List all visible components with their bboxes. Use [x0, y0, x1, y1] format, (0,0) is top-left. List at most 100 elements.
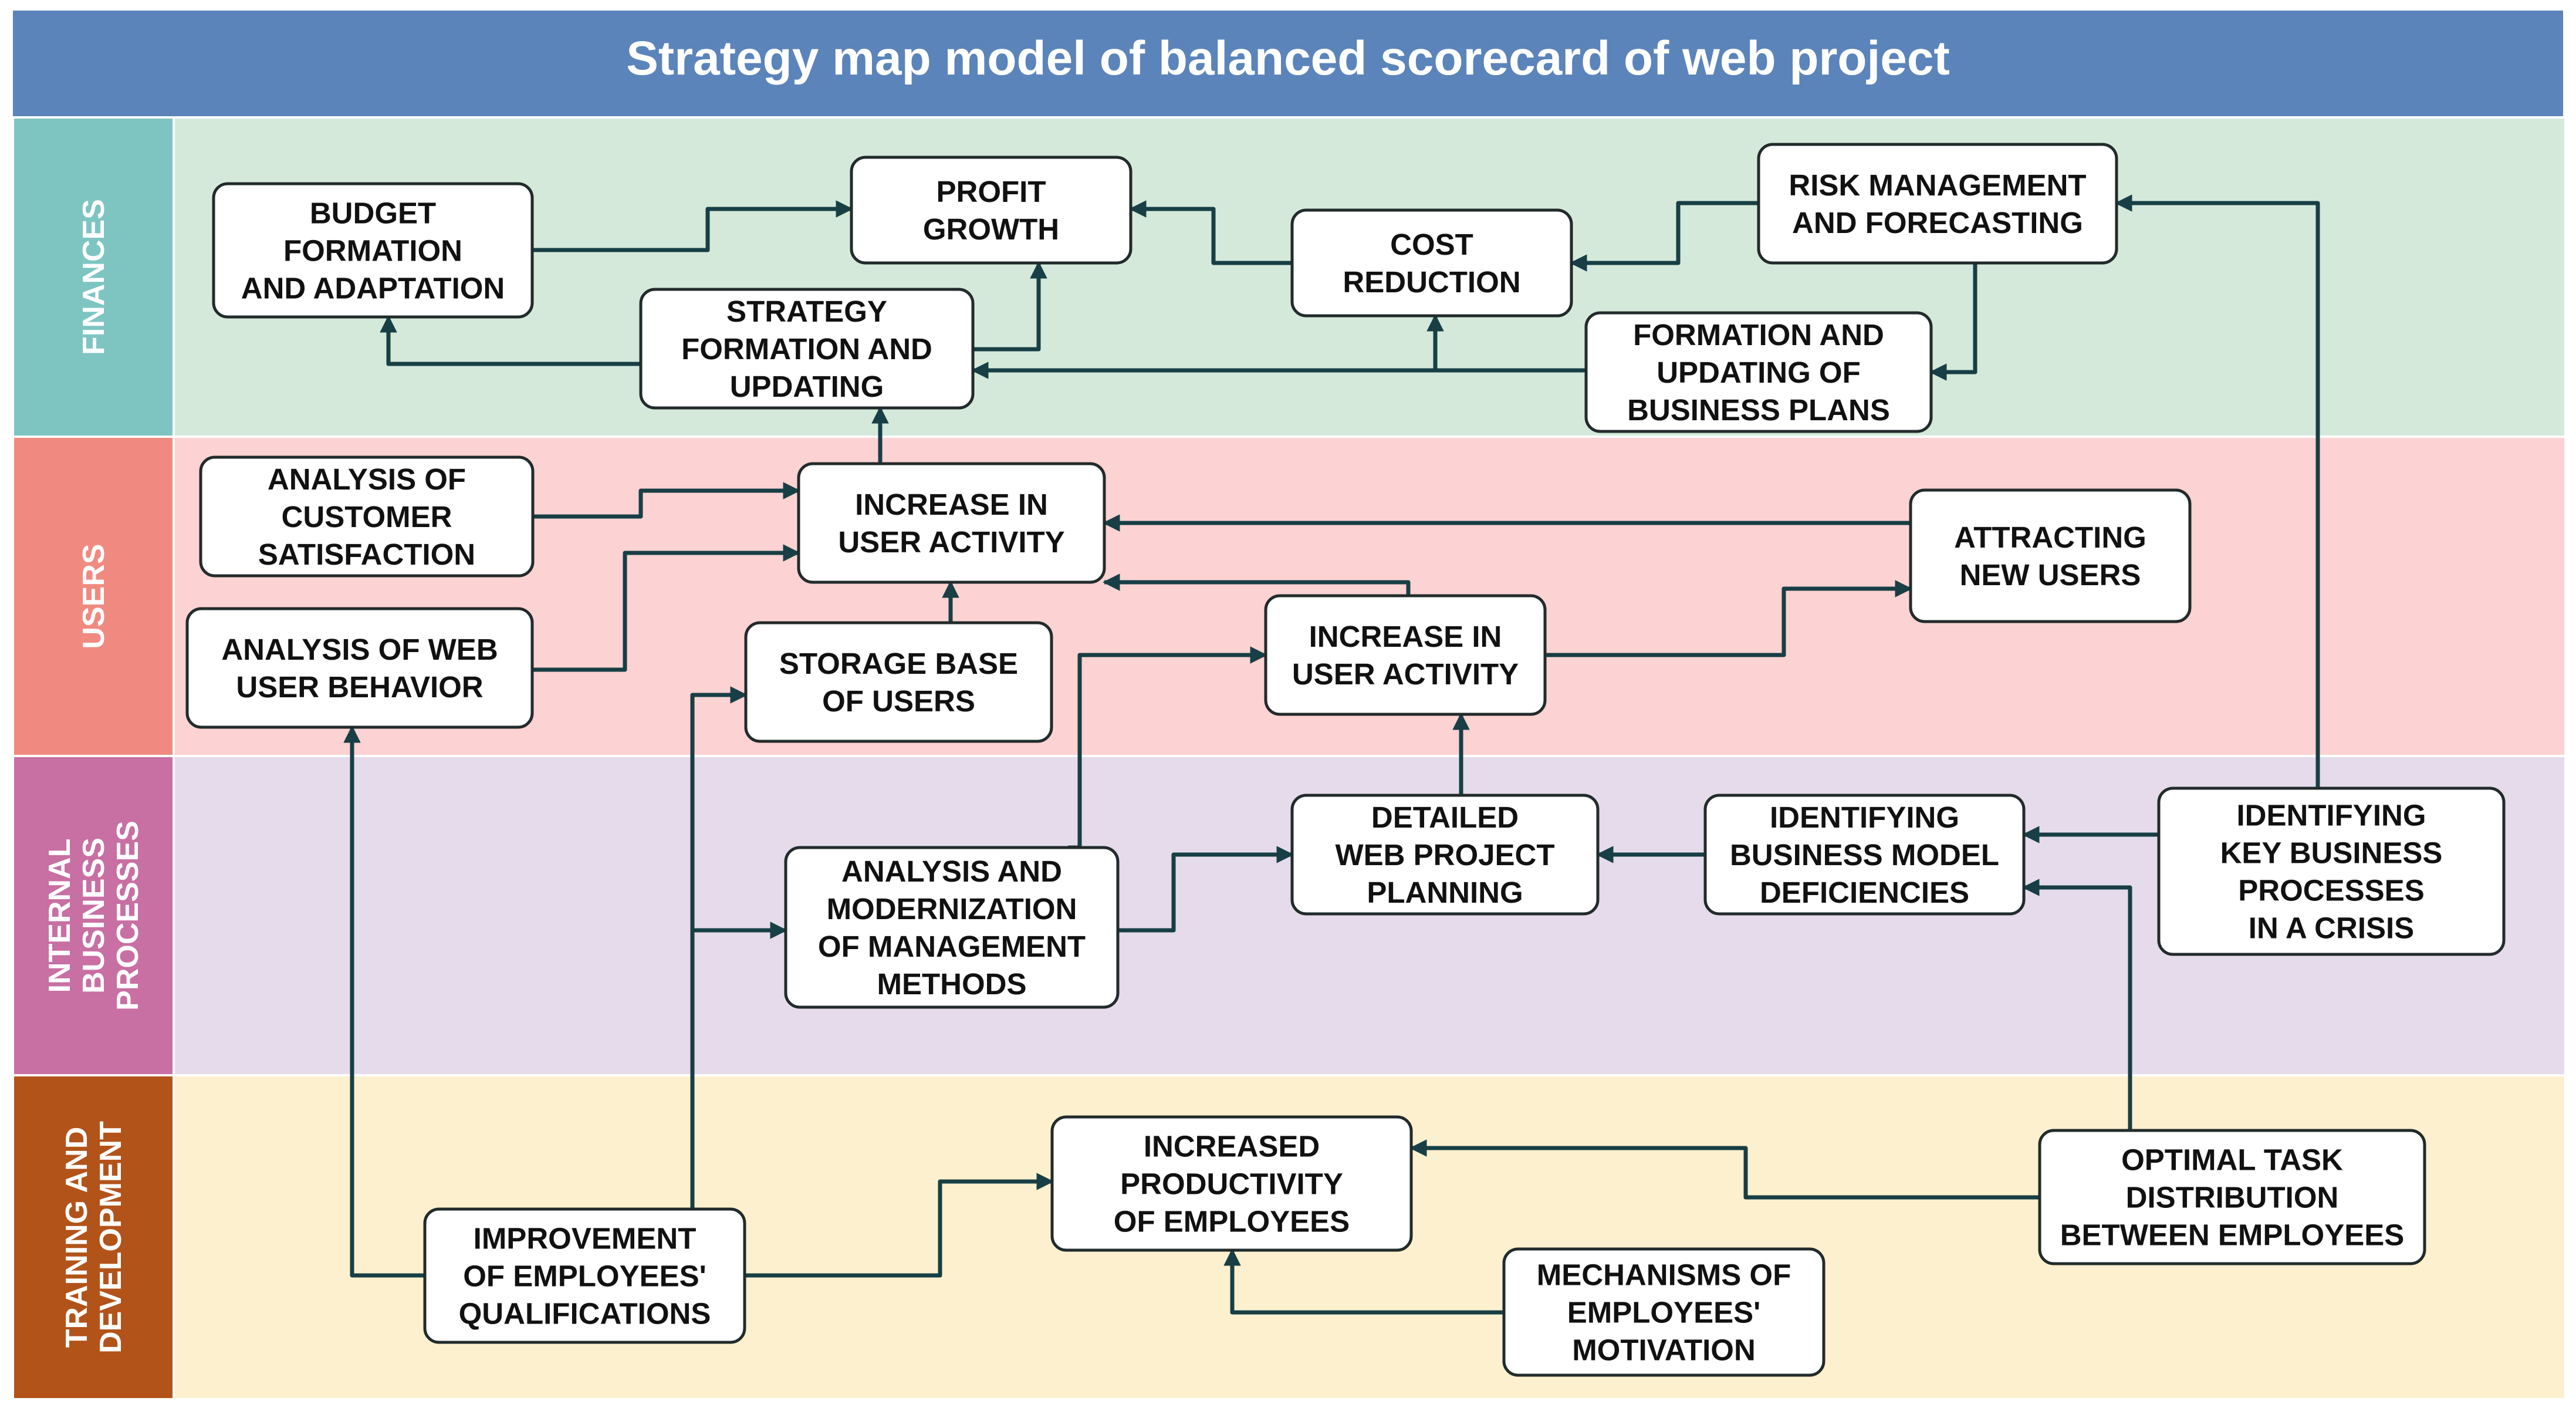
lane-label-line: PROCESSES	[111, 821, 145, 1011]
node-label-line: FORMATION AND	[681, 332, 932, 366]
lane-label-line: INTERNAL	[43, 839, 77, 993]
node-label-strategy: STRATEGY FORMATION AND UPDATING	[681, 295, 932, 403]
node-label-line: UPDATING	[730, 370, 884, 403]
lane-label-line: BUSINESS	[77, 838, 111, 994]
node-label-line: STORAGE BASE	[779, 647, 1018, 680]
lane-label-line: FINANCES	[77, 199, 111, 355]
connector-taskdist-to-productivity	[1409, 1139, 2040, 1200]
node-label-line: IDENTIFYING	[1770, 801, 1959, 834]
node-box-attracting	[1909, 488, 2192, 623]
node-label-line: IMPROVEMENT	[474, 1222, 697, 1255]
node-label-line: CUSTOMER	[282, 500, 452, 534]
lane-label-line: DEVELOPMENT	[94, 1121, 128, 1353]
node-box-satisfaction	[199, 455, 535, 578]
node-box-activity1	[797, 462, 1106, 584]
node-label-line: DEFICIENCIES	[1760, 876, 1969, 909]
lane-label-finances: FINANCES	[77, 199, 111, 355]
lane-header-finances	[14, 119, 173, 436]
node-box-deficiencies	[1703, 794, 2026, 916]
lane-label-users: USERS	[77, 544, 111, 649]
node-label-line: SATISFACTION	[258, 538, 475, 571]
node-box-storage	[744, 621, 1053, 743]
lane-finances: FINANCES	[14, 119, 2564, 436]
connector-modernization-to-planning	[1118, 846, 1294, 933]
node-label-line: ANALYSIS OF	[268, 463, 466, 496]
node-label-line: OF EMPLOYEES	[1114, 1205, 1350, 1238]
connector-activity2-to-attracting	[1545, 580, 1912, 657]
node-label-line: USER ACTIVITY	[838, 525, 1064, 559]
node-label-satisfaction: ANALYSIS OF CUSTOMER SATISFACTION	[258, 463, 475, 571]
node-label-line: AND ADAPTATION	[241, 272, 505, 305]
lane-label-line: TRAINING AND	[60, 1127, 94, 1348]
connector-qualifications-to-productivity	[745, 1173, 1054, 1278]
node-label-line: KEY BUSINESS	[2220, 836, 2443, 870]
node-box-productivity	[1050, 1115, 1413, 1252]
node-box-risk	[1757, 143, 2118, 265]
connector-activity2-to-activity1	[1103, 573, 1411, 596]
node-box-keyprocesses	[2157, 786, 2506, 956]
node-label-line: RISK MANAGEMENT	[1789, 168, 2086, 202]
node-label-line: INCREASE IN	[855, 488, 1048, 521]
title-bar-background	[13, 11, 2563, 116]
lane-header-users	[14, 438, 173, 755]
node-label-line: DISTRIBUTION	[2126, 1181, 2339, 1214]
node-label-line: STRATEGY	[726, 295, 887, 328]
node-label-line: MOTIVATION	[1572, 1334, 1756, 1367]
node-label-line: BUSINESS MODEL	[1730, 838, 1999, 872]
node-box-cost	[1290, 208, 1573, 318]
node-label-line: INCREASE IN	[1309, 620, 1502, 653]
node-activity2: INCREASE IN USER ACTIVITY	[1264, 594, 1547, 716]
node-box-strategy	[639, 288, 975, 410]
node-label-line: FORMATION	[283, 234, 462, 268]
node-box-taskdist	[2038, 1129, 2426, 1265]
node-box-planning	[1290, 794, 1600, 916]
node-satisfaction: ANALYSIS OF CUSTOMER SATISFACTION	[199, 455, 535, 578]
node-box-budget	[212, 182, 534, 319]
connector-cost-to-profit	[1129, 200, 1292, 265]
node-label-line: OPTIMAL TASK	[2121, 1143, 2343, 1177]
node-label-deficiencies: IDENTIFYING BUSINESS MODEL DEFICIENCIES	[1730, 801, 1999, 909]
lane-header-training	[14, 1076, 173, 1398]
node-label-line: AND FORECASTING	[1792, 206, 2083, 239]
title-bar: Strategy map model of balanced scorecard…	[13, 11, 2563, 116]
diagram-title: Strategy map model of balanced scorecard…	[626, 32, 1950, 85]
lane-label-training: TRAINING ANDDEVELOPMENT	[60, 1121, 128, 1353]
node-activity1: INCREASE IN USER ACTIVITY	[797, 462, 1106, 584]
node-label-line: UPDATING OF	[1657, 356, 1861, 389]
node-box-profit	[850, 156, 1133, 265]
lane-label-line: USERS	[77, 544, 111, 649]
node-label-line: PROCESSES	[2238, 874, 2424, 907]
connector-strategy-to-profit	[973, 261, 1047, 352]
node-label-line: NEW USERS	[1960, 558, 2141, 592]
node-box-modernization	[784, 846, 1120, 1009]
node-label-line: USER ACTIVITY	[1292, 657, 1519, 691]
node-label-line: IN A CRISIS	[2249, 912, 2414, 945]
node-label-line: ATTRACTING	[1954, 521, 2146, 554]
connector-qualifications-to-behavior	[343, 725, 425, 1278]
node-label-line: EMPLOYEES'	[1567, 1296, 1761, 1329]
node-label-attracting: ATTRACTING NEW USERS	[1954, 521, 2146, 592]
node-label-line: INCREASED	[1144, 1130, 1320, 1163]
node-label-line: ANALYSIS OF WEB	[221, 633, 498, 666]
node-label-line: METHODS	[877, 967, 1027, 1001]
node-label-line: PLANNING	[1367, 876, 1523, 909]
node-deficiencies: IDENTIFYING BUSINESS MODEL DEFICIENCIES	[1703, 794, 2026, 916]
